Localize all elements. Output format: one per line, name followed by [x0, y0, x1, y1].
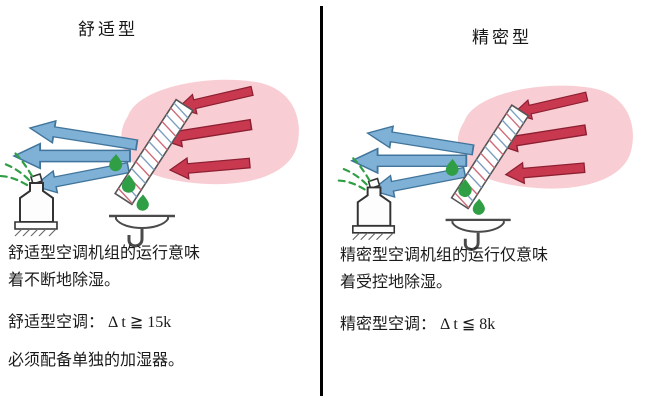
panel-precision-type: 精密型 精密型空调机组的运行仅意味 着受控地除湿。 精密型空调： Δ t ≦ 8…	[332, 0, 646, 410]
panel-description: 舒适型空调机组的运行意味 着不断地除湿。	[8, 245, 201, 289]
panel-note: 必须配备单独的加湿器。	[8, 352, 185, 369]
panel-divider	[320, 6, 323, 396]
panel-description: 精密型空调机组的运行仅意味 着受控地除湿。	[340, 247, 549, 291]
panel-title: 舒适型	[78, 20, 138, 39]
airflow-illustration	[2, 44, 302, 236]
panel-spec: 精密型空调： Δ t ≦ 8k	[340, 316, 496, 333]
panel-spec: 舒适型空调： Δ t ≧ 15k	[8, 314, 172, 331]
panel-comfort-type: 舒适型 舒适型空调机组的运行意味 着不断地除湿。 舒适型空调： Δ t ≧ 15…	[0, 0, 312, 410]
panel-title: 精密型	[472, 28, 532, 47]
airflow-illustration	[340, 50, 636, 240]
